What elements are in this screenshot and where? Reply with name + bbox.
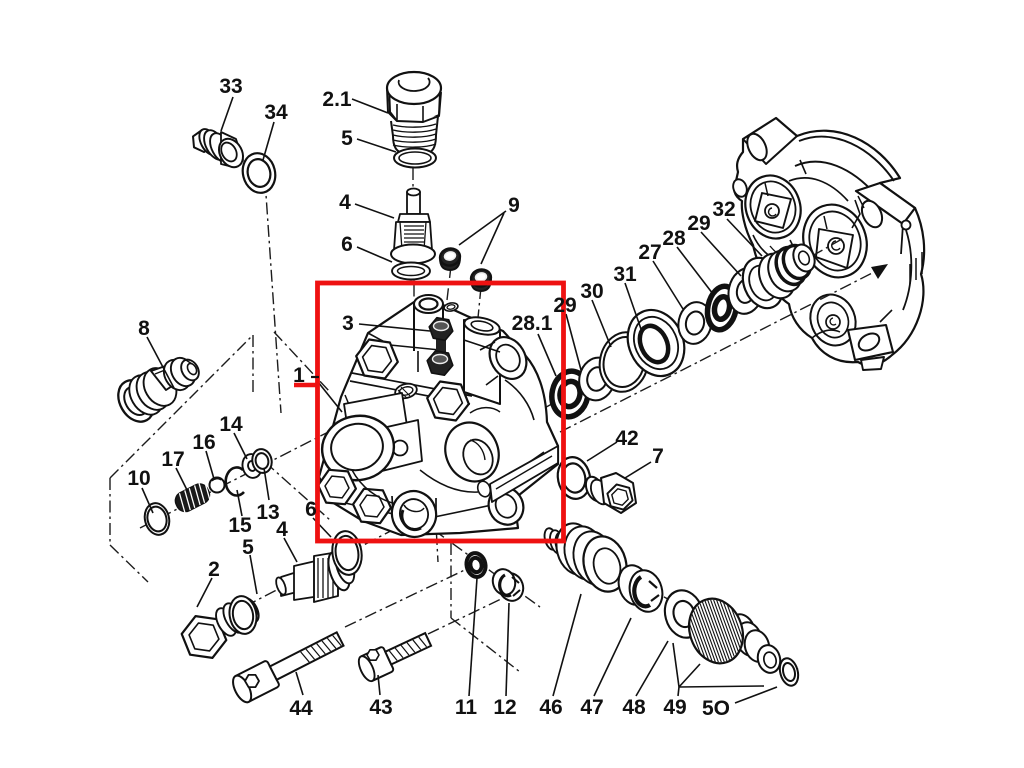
svg-text:47: 47 [580,696,603,719]
svg-text:9: 9 [508,194,520,217]
svg-text:17: 17 [161,448,184,471]
svg-text:6: 6 [305,498,317,521]
svg-text:43: 43 [369,696,392,719]
svg-text:2: 2 [208,558,220,581]
svg-text:3: 3 [342,312,354,335]
svg-text:32: 32 [712,198,735,221]
svg-text:4: 4 [276,518,288,541]
svg-text:14: 14 [219,413,243,436]
svg-text:46: 46 [539,696,562,719]
svg-text:49: 49 [663,696,686,719]
svg-text:8: 8 [138,317,150,340]
svg-text:48: 48 [622,696,646,719]
svg-text:16: 16 [192,431,215,454]
svg-text:5O: 5O [702,697,730,720]
svg-text:15: 15 [228,514,252,537]
svg-text:1: 1 [293,364,305,387]
svg-text:5: 5 [242,536,254,559]
svg-text:12: 12 [493,696,516,719]
svg-text:34: 34 [264,101,288,124]
svg-text:27: 27 [638,241,661,264]
svg-text:7: 7 [652,445,664,468]
svg-text:28.1: 28.1 [512,312,553,335]
svg-text:42: 42 [615,427,638,450]
svg-text:10: 10 [127,467,150,490]
svg-text:28: 28 [662,227,686,250]
svg-text:13: 13 [256,501,279,524]
svg-text:31: 31 [613,263,637,286]
svg-text:29: 29 [553,294,576,317]
svg-text:4: 4 [339,191,351,214]
svg-text:5: 5 [341,127,353,150]
svg-text:29: 29 [687,212,710,235]
svg-text:44: 44 [289,697,313,720]
svg-text:33: 33 [219,75,242,98]
svg-text:30: 30 [580,280,603,303]
svg-text:6: 6 [341,233,353,256]
svg-text:11: 11 [455,696,478,719]
svg-text:2.1: 2.1 [322,88,352,111]
